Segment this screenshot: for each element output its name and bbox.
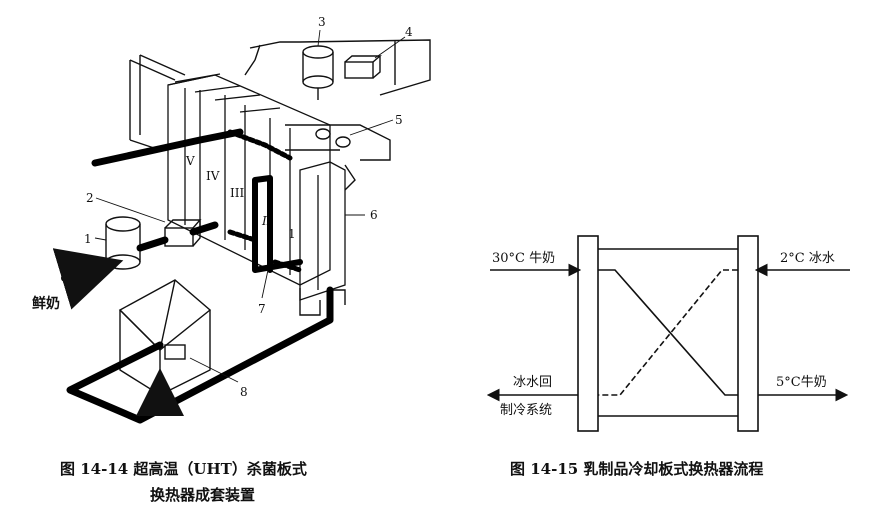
section-label-4: IV — [206, 169, 220, 183]
plate-stack — [167, 73, 346, 301]
tank-3 — [302, 45, 334, 100]
return-loop-line — [227, 129, 293, 161]
callout-1: 1 — [84, 232, 92, 246]
back-pipe-frame — [129, 54, 186, 151]
right-caption: 图 14-15 乳制品冷却板式换热器流程 — [510, 460, 764, 478]
section-label-3: III — [230, 186, 244, 200]
label-milk-in: 30°C 牛奶 — [492, 251, 555, 266]
plate-inlet-line — [189, 221, 219, 236]
bottom-return-line — [66, 286, 334, 424]
base-fitting — [299, 288, 346, 316]
section-label-5: V — [185, 154, 195, 168]
left-caption-line2: 换热器成套装置 — [150, 486, 256, 504]
top-pipe-loop — [244, 39, 431, 96]
callout-8: 8 — [240, 385, 248, 399]
callout-7: 7 — [258, 302, 266, 316]
lower-loop — [227, 229, 303, 273]
unit-4 — [344, 55, 382, 79]
callouts — [94, 29, 406, 383]
milk-flow-path — [598, 269, 738, 396]
right-end-plate — [737, 235, 759, 432]
cooling-exchanger-diagram — [486, 235, 850, 432]
section-label-1: 1 — [288, 227, 296, 241]
milk-inlet-arrow — [52, 248, 124, 310]
pump-5 — [285, 124, 391, 191]
pump-line — [136, 236, 169, 252]
label-refrigeration-system: 制冷系统 — [500, 403, 552, 418]
callout-3: 3 — [318, 15, 326, 29]
flow-lines — [52, 128, 334, 424]
label-milk-out: 5°C牛奶 — [776, 375, 827, 390]
holding-tank-8 — [118, 279, 212, 396]
ice-water-flow-path — [598, 269, 738, 396]
label-ice-water-in: 2°C 冰水 — [780, 251, 835, 266]
uht-plant-illustration: V IV III II 1 — [105, 39, 431, 396]
label-ice-water-return: 冰水回 — [513, 375, 552, 390]
top-inlet-line — [91, 128, 244, 167]
milk-inlet-label: 鲜奶 — [32, 295, 60, 312]
section-label-2: II — [261, 214, 272, 228]
left-end-plate — [577, 235, 599, 432]
tank-1 — [105, 216, 141, 270]
callout-4: 4 — [405, 25, 413, 39]
callout-2: 2 — [86, 191, 94, 205]
left-caption-line1: 图 14-14 超高温（UHT）杀菌板式 — [60, 460, 307, 478]
callout-5: 5 — [395, 113, 403, 127]
callout-6: 6 — [370, 208, 378, 222]
